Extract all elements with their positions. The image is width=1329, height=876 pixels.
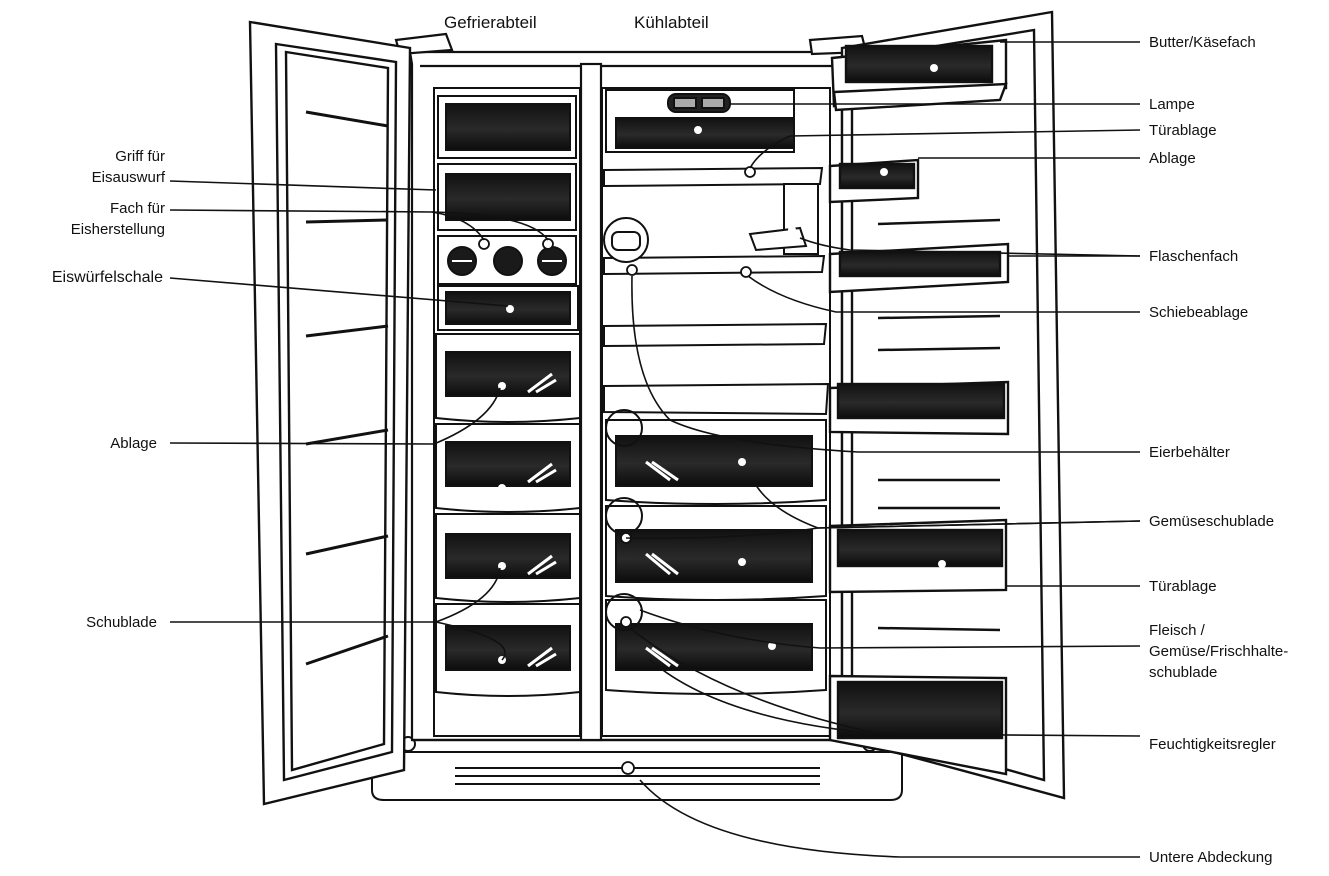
label-fleisch: Fleisch / Gemüse/Frischhalte- schublade xyxy=(1149,620,1288,683)
fridge-interior xyxy=(602,88,830,736)
freezer-door xyxy=(250,22,410,804)
label-fach: Fach für Eisherstellung xyxy=(71,198,165,240)
label-lampe: Lampe xyxy=(1149,94,1195,115)
label-flaschenfach: Flaschenfach xyxy=(1149,246,1238,267)
label-tuerablage-top: Türablage xyxy=(1149,120,1217,141)
label-fleisch-line2: Gemüse/Frischhalte- xyxy=(1149,641,1288,662)
label-feuchtigkeitsregler: Feuchtigkeitsregler xyxy=(1149,734,1276,755)
label-fleisch-line1: Fleisch / xyxy=(1149,620,1288,641)
label-untere-abdeckung: Untere Abdeckung xyxy=(1149,847,1272,868)
label-tuerablage-bottom: Türablage xyxy=(1149,576,1217,597)
label-eierbehaelter: Eierbehälter xyxy=(1149,442,1230,463)
label-griff: Griff für Eisauswurf xyxy=(92,146,165,188)
label-schiebeablage: Schiebeablage xyxy=(1149,302,1248,323)
label-fleisch-line3: schublade xyxy=(1149,662,1288,683)
heading-fridge: Kühlabteil xyxy=(634,12,709,33)
label-griff-line1: Griff für xyxy=(92,146,165,167)
label-ablage-right: Ablage xyxy=(1149,148,1196,169)
label-fach-line2: Eisherstellung xyxy=(71,219,165,240)
label-gemueseschublade: Gemüseschublade xyxy=(1149,511,1274,532)
label-schublade: Schublade xyxy=(86,612,157,633)
heading-freezer: Gefrierabteil xyxy=(444,12,537,33)
label-griff-line2: Eisauswurf xyxy=(92,167,165,188)
label-ablage-left: Ablage xyxy=(110,433,157,454)
base-cover xyxy=(372,737,902,800)
label-fach-line1: Fach für xyxy=(71,198,165,219)
label-eiswuerfelschale: Eiswürfelschale xyxy=(52,267,163,288)
freezer-interior xyxy=(434,88,580,736)
label-butter: Butter/Käsefach xyxy=(1149,32,1256,53)
